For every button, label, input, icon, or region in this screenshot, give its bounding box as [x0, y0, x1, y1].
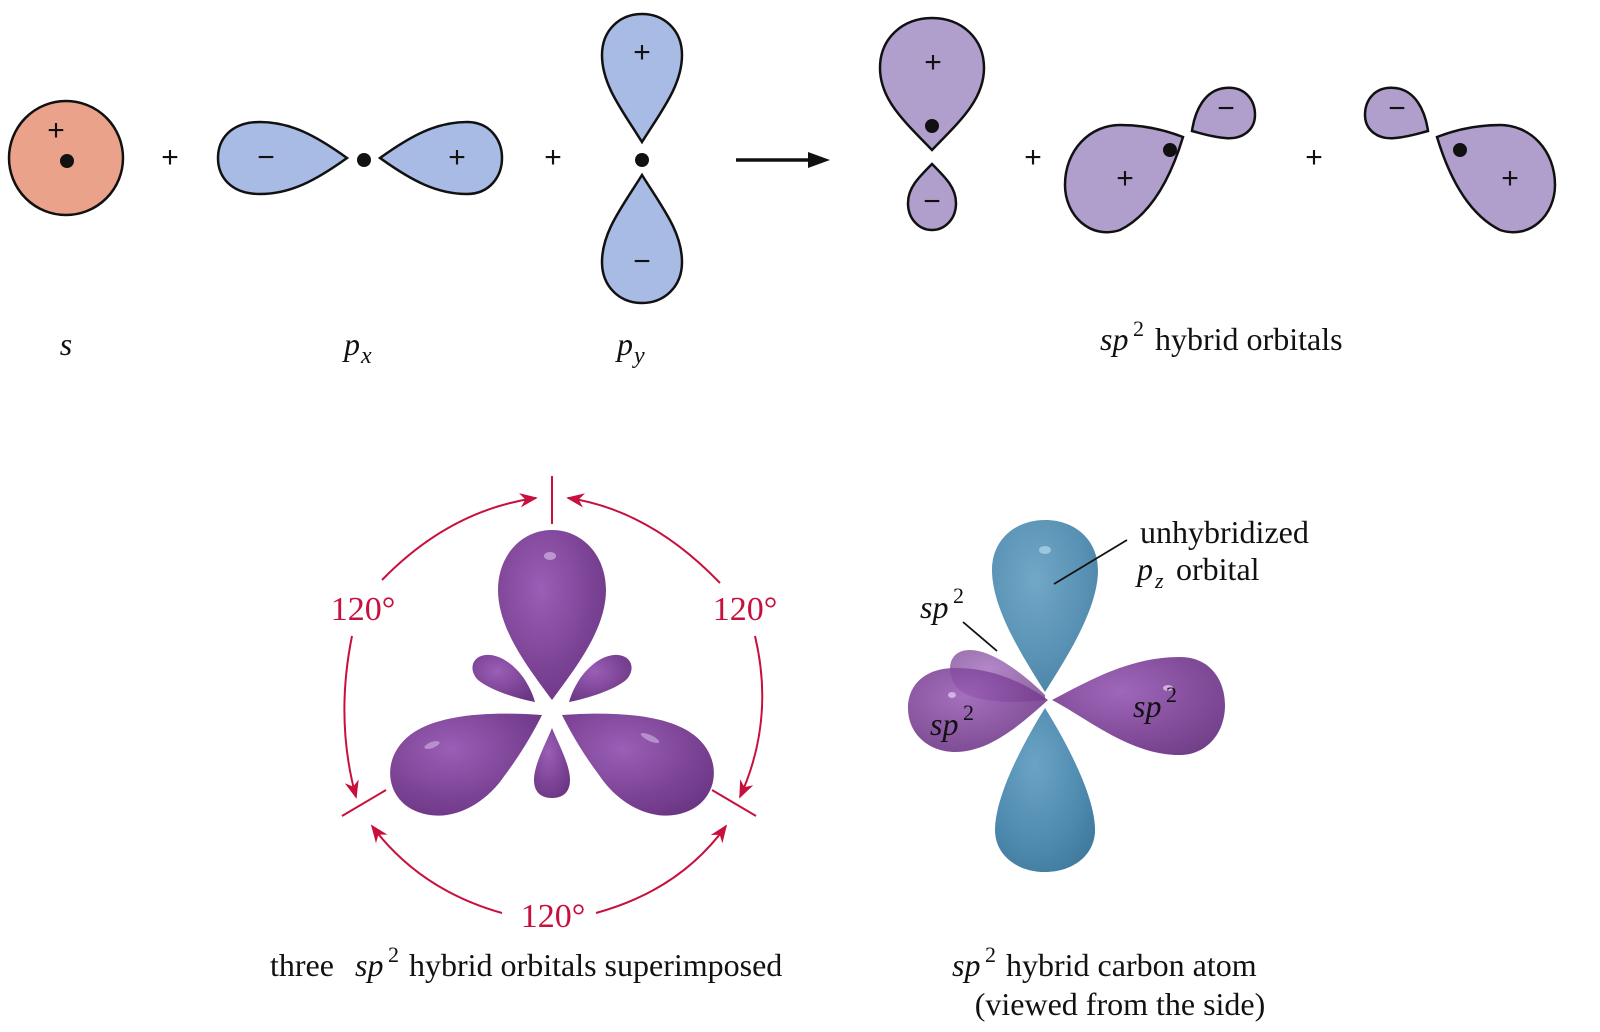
hybrid-lobe-large-top: [498, 530, 606, 700]
nucleus-dot: [357, 153, 371, 167]
nucleus-dot: [1453, 143, 1467, 157]
caption-sup-2: 2: [985, 942, 996, 967]
caption-sp: sp: [355, 947, 383, 983]
s-sign-plus: +: [47, 114, 65, 147]
svg-text:sp: sp: [1133, 688, 1161, 724]
caption-line1-rest: hybrid carbon atom: [998, 947, 1257, 983]
hybrid-sign-minus: −: [923, 185, 941, 218]
py-lobe-negative: [600, 172, 684, 305]
angle-arc-bottom-left: [370, 824, 503, 914]
angle-markers: [341, 476, 764, 914]
py-sign-plus: +: [633, 36, 651, 69]
svg-text:sp: sp: [930, 706, 958, 742]
py-lobe-positive: [600, 12, 684, 145]
caption-sup-2: 2: [388, 942, 399, 967]
sp2-hybrid-orbital-3: + −: [1363, 86, 1557, 234]
py-sign-minus: −: [633, 245, 651, 278]
superimposed-hybrids: 120° 120° 120°: [331, 476, 778, 935]
nucleus-dot: [925, 119, 939, 133]
operator-plus-2: +: [544, 141, 562, 174]
pz-lobe-bottom: [995, 708, 1095, 872]
label-px-base: p: [342, 326, 360, 362]
hybrid-lobe-large-right: [562, 713, 714, 816]
hybrid-sign-plus: +: [1116, 162, 1134, 195]
axis-tick-right: [711, 789, 757, 817]
label-px-sub: x: [360, 343, 372, 369]
label-py-sub: y: [632, 343, 645, 369]
svg-text:2: 2: [963, 700, 974, 725]
label-py: p y: [615, 326, 645, 369]
label-sp: sp: [1100, 321, 1128, 357]
caption-line2: (viewed from the side): [975, 986, 1266, 1022]
caption-pre: three: [270, 947, 342, 983]
label-sp2-hybrid-orbitals: sp 2 hybrid orbitals: [1100, 316, 1343, 357]
operator-plus-4: +: [1305, 141, 1323, 174]
sp2-hybrid-orbital-2: + −: [1063, 86, 1257, 234]
label-sup-2: 2: [1133, 316, 1144, 341]
hybrid-lobe-negative: [906, 162, 958, 232]
hybrid-sign-minus: −: [1388, 92, 1406, 125]
px-sign-minus: −: [257, 141, 275, 174]
sp2-lobe-right: [1052, 657, 1225, 755]
hybrid-lobe-small-bottom: [534, 728, 570, 798]
label-orbital: orbital: [1168, 551, 1260, 587]
nucleus-dot: [60, 154, 74, 168]
hybrid-sign-plus: +: [1501, 162, 1519, 195]
label-unhybridized: unhybridized: [1140, 514, 1309, 550]
angle-label-left: 120°: [331, 591, 396, 628]
svg-text:sp: sp: [920, 589, 948, 625]
leader-line-pz: [1053, 539, 1128, 585]
angle-arc-left: [343, 635, 359, 799]
s-orbital: +: [7, 99, 125, 217]
sp2-carbon-side-view: unhybridized p z orbital sp 2 sp 2 sp 2: [908, 514, 1309, 872]
angle-arc-right: [739, 635, 764, 799]
leader-line-sp2-back: [962, 621, 998, 652]
angle-label-bottom: 120°: [521, 898, 586, 935]
sp2-hybrid-orbital-1: + −: [878, 16, 986, 232]
caption-superimposed: three sp 2 hybrid orbitals superimposed: [270, 942, 782, 983]
hybrid-lobe-negative: [1190, 86, 1257, 140]
px-lobe-negative: [216, 120, 350, 196]
hybrid-lobe-positive: [1063, 123, 1185, 234]
caption-sp: sp: [952, 947, 980, 983]
px-lobe-positive: [377, 120, 504, 196]
svg-text:2: 2: [1166, 682, 1177, 707]
hybrid-lobe-small-upper-left: [472, 654, 535, 702]
nucleus-dot: [635, 153, 649, 167]
label-pz-sub: z: [1154, 568, 1164, 593]
label-py-base: p: [615, 326, 633, 362]
angle-label-right: 120°: [713, 591, 778, 628]
label-pz-base: p: [1135, 551, 1153, 587]
operator-plus-3: +: [1024, 141, 1042, 174]
pz-lobe-top: [992, 520, 1098, 692]
label-sp2-right: sp 2: [1133, 682, 1177, 724]
svg-text:2: 2: [953, 583, 964, 608]
caption-side-view: sp 2 hybrid carbon atom (viewed from the…: [952, 942, 1265, 1022]
reaction-arrow-icon: [736, 152, 830, 168]
px-orbital: − +: [216, 120, 504, 196]
angle-arc-top-left: [381, 493, 538, 581]
py-orbital: + −: [600, 12, 684, 305]
sp2-lobe-left: [908, 668, 1048, 752]
nucleus-dot: [1163, 143, 1177, 157]
hybrid-lobe-negative: [1363, 86, 1430, 140]
label-sp2-left: sp 2: [930, 700, 974, 742]
label-px: p x: [342, 326, 372, 369]
caption-post: hybrid orbitals superimposed: [401, 947, 782, 983]
angle-arc-top-right: [566, 493, 721, 584]
hybrid-lobe-positive: [1435, 123, 1557, 234]
angle-arc-bottom-right: [595, 824, 728, 914]
hybrid-lobe-positive: [878, 16, 986, 152]
hybrid-sign-plus: +: [924, 46, 942, 79]
label-sp2-back: sp 2: [920, 583, 964, 625]
hybrid-lobe-small-upper-right: [569, 654, 632, 702]
hybrid-lobe-large-left: [390, 713, 542, 816]
px-sign-plus: +: [448, 141, 466, 174]
label-s: s: [60, 326, 72, 362]
hybrid-sign-minus: −: [1217, 92, 1235, 125]
label-hybrid-orbitals: hybrid orbitals: [1147, 321, 1343, 357]
operator-plus-1: +: [161, 141, 179, 174]
axis-tick-left: [341, 789, 387, 817]
